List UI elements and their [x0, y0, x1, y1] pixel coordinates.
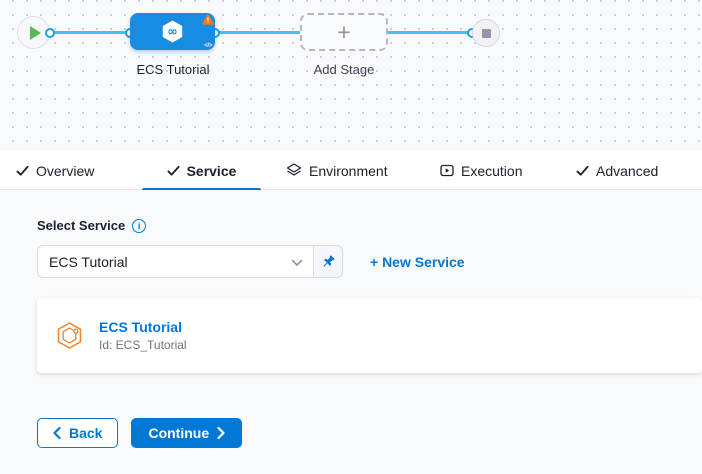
select-service-row: ECS Tutorial + New Service — [37, 245, 465, 278]
add-stage-button[interactable]: + — [300, 13, 388, 51]
service-hexagon-icon — [57, 322, 82, 349]
connector-line — [214, 31, 302, 34]
stage-node-ecs-tutorial[interactable]: ∞ </> — [130, 13, 215, 50]
play-box-icon — [440, 164, 454, 177]
tab-service[interactable]: Service — [142, 151, 261, 191]
continue-button-label: Continue — [148, 425, 210, 441]
check-icon — [576, 165, 589, 177]
chevron-left-icon — [53, 427, 61, 439]
tab-overview[interactable]: Overview — [16, 151, 94, 190]
footer-actions: Back Continue — [37, 418, 243, 448]
tab-execution[interactable]: Execution — [440, 151, 522, 190]
service-select-dropdown[interactable]: ECS Tutorial — [37, 245, 313, 278]
tab-label: Advanced — [596, 162, 659, 179]
tab-environment[interactable]: Environment — [286, 151, 388, 190]
service-select-value: ECS Tutorial — [49, 253, 128, 270]
svg-text:∞: ∞ — [167, 23, 177, 38]
pipeline-end-node — [472, 19, 500, 47]
warning-icon — [202, 14, 214, 25]
tab-label: Execution — [461, 162, 523, 179]
play-icon — [30, 25, 41, 40]
service-tab-panel: Select Service i ECS Tutorial — [0, 190, 702, 474]
info-icon[interactable]: i — [132, 218, 147, 233]
connector-line — [50, 31, 132, 34]
stop-icon — [481, 28, 491, 38]
tab-label: Service — [186, 162, 237, 179]
select-service-label: Select Service — [37, 218, 126, 233]
tab-advanced[interactable]: Advanced — [576, 151, 658, 190]
pipeline-start-node — [17, 16, 50, 49]
stage-name-label[interactable]: ECS Tutorial — [136, 62, 210, 77]
connector-port — [45, 28, 55, 38]
connector-line — [387, 31, 473, 34]
chevron-down-icon — [291, 254, 303, 270]
layers-diamond-icon — [286, 163, 302, 178]
new-service-link[interactable]: + New Service — [370, 253, 465, 270]
check-icon — [16, 165, 29, 177]
back-button-label: Back — [69, 425, 103, 441]
pin-service-button[interactable] — [313, 245, 343, 278]
continue-button[interactable]: Continue — [131, 418, 243, 448]
select-service-label-row: Select Service i — [37, 218, 147, 233]
code-icon: </> — [204, 42, 212, 49]
pin-icon — [323, 255, 335, 266]
pipeline-canvas[interactable]: ∞ </> + ECS Tutorial Add Stage — [0, 0, 702, 151]
chevron-right-icon — [217, 427, 225, 439]
service-card-title[interactable]: ECS Tutorial — [99, 319, 182, 335]
plus-icon: + — [337, 18, 351, 45]
harness-deploy-icon: ∞ — [162, 20, 183, 43]
service-card-id: Id: ECS_Tutorial — [99, 338, 187, 352]
add-stage-label[interactable]: Add Stage — [313, 62, 375, 77]
stage-tabs: Overview Service Environment — [0, 151, 702, 191]
service-card-text: ECS Tutorial Id: ECS_Tutorial — [99, 319, 187, 352]
service-card[interactable]: ECS Tutorial Id: ECS_Tutorial — [37, 298, 702, 373]
tab-label: Environment — [309, 162, 388, 179]
check-icon — [167, 165, 180, 177]
tab-label: Overview — [36, 162, 95, 179]
back-button[interactable]: Back — [37, 418, 119, 448]
